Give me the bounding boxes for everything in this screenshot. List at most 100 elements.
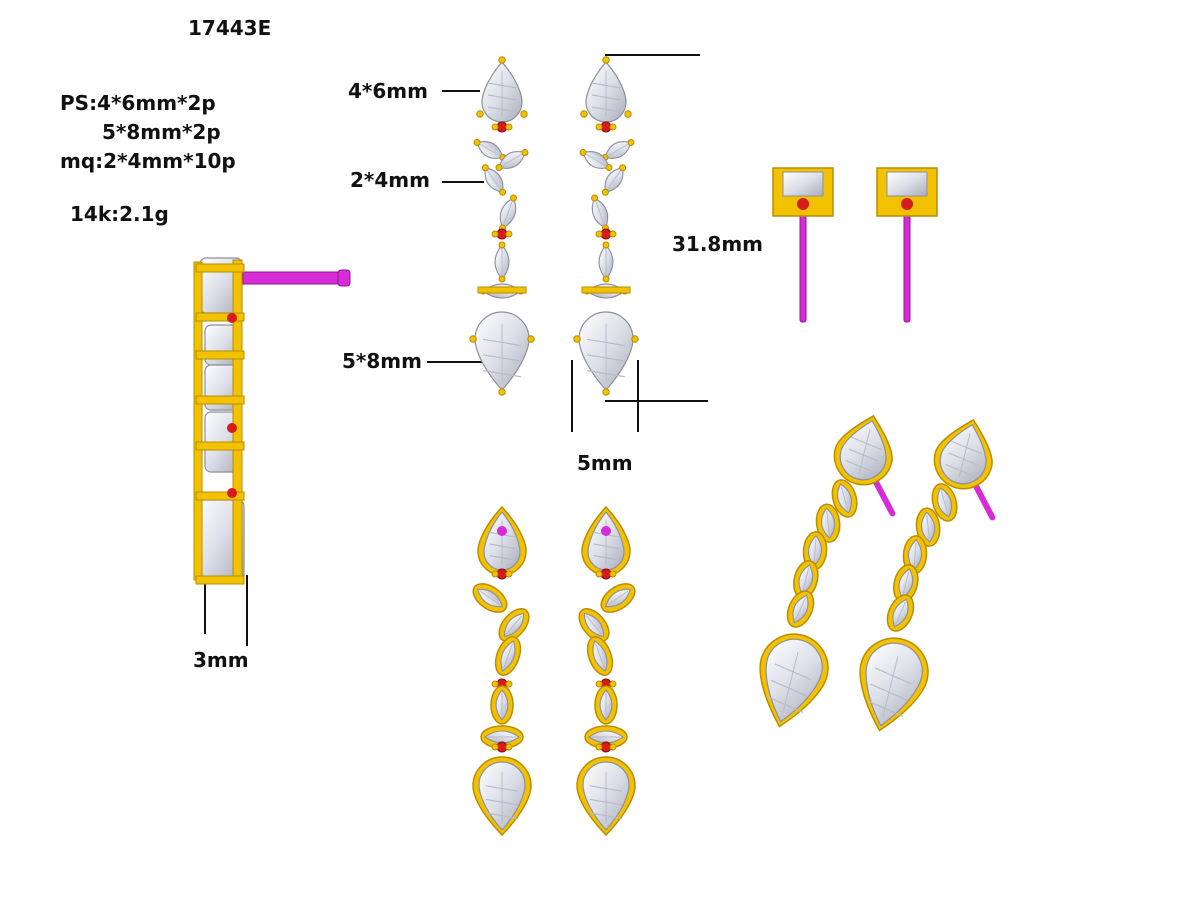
persp-top-stone-facet — [958, 433, 971, 478]
persp-marquise-group — [886, 594, 915, 632]
dim-top-stone: 4*6mm — [348, 79, 428, 103]
back-marquise-group — [586, 636, 614, 676]
persp-top-stone — [839, 419, 887, 481]
prong — [499, 188, 507, 196]
persp-marquise-facet — [902, 571, 910, 596]
spec-line-1: PS:4*6mm*2p — [60, 91, 216, 115]
prong — [491, 570, 499, 578]
persp-top-stone-facet — [858, 429, 871, 474]
dim-length: 31.8mm — [672, 232, 764, 256]
back-marquise-facet — [585, 615, 603, 635]
back-marquise-group — [600, 583, 636, 613]
marquise-stone-facet — [503, 200, 513, 226]
persp-marquise-group — [915, 507, 941, 547]
prong — [498, 56, 506, 64]
dim-bottom-stone: 5*8mm — [342, 349, 422, 373]
prong — [595, 230, 603, 238]
top-link — [901, 198, 913, 210]
prong — [627, 139, 635, 146]
marquise-stone-facet — [585, 153, 607, 167]
dim-depth: 3mm — [193, 648, 249, 672]
back-marquise-group — [490, 685, 514, 725]
prong — [601, 188, 609, 196]
prong — [491, 230, 499, 238]
side-link — [227, 488, 237, 498]
top-post — [799, 209, 807, 323]
back-marquise-facet — [595, 643, 605, 669]
prong — [505, 123, 513, 131]
metal-weight: 14k:2.1g — [70, 202, 169, 226]
back-view — [472, 505, 636, 837]
back-marquise-group — [578, 608, 610, 642]
top-stone — [782, 171, 824, 197]
prong — [481, 164, 489, 172]
prong — [498, 388, 506, 396]
side-bar — [195, 263, 245, 273]
marquise-stone-group — [473, 139, 507, 161]
prong — [591, 194, 599, 202]
prong — [595, 570, 603, 578]
dim-marquise: 2*4mm — [350, 168, 430, 192]
persp-earring-right — [859, 418, 996, 732]
top-stone — [886, 171, 928, 197]
persp-marquise-group — [892, 564, 919, 603]
back-marquise-group — [594, 685, 618, 725]
prong — [491, 680, 499, 688]
prong — [624, 110, 632, 118]
prong — [473, 139, 481, 146]
prong — [595, 123, 603, 131]
marquise-stone-group — [579, 149, 613, 171]
prong — [609, 680, 617, 688]
prong — [609, 743, 617, 751]
prong — [491, 743, 499, 751]
prong — [491, 123, 499, 131]
persp-marquise-group — [815, 503, 841, 543]
marquise-stone-group — [601, 164, 627, 196]
persp-marquise-facet — [813, 538, 817, 563]
persp-marquise-facet — [795, 597, 806, 621]
prong — [605, 164, 613, 171]
persp-bottom-stone — [765, 638, 823, 723]
marquise-stone-facet — [486, 169, 502, 191]
top-post — [903, 209, 911, 323]
prong — [527, 335, 535, 343]
prong — [580, 110, 588, 118]
post-tip — [337, 269, 351, 287]
front-view — [469, 56, 639, 396]
side-bar — [195, 575, 245, 585]
dim-width: 5mm — [577, 451, 633, 475]
prong — [505, 680, 513, 688]
marquise-stone-group — [481, 164, 507, 196]
marquise-stone-facet — [606, 169, 622, 191]
side-link — [227, 423, 237, 433]
back-post-dot — [497, 526, 507, 536]
side-rail — [193, 261, 203, 581]
prong — [595, 743, 603, 751]
back-marquise-group — [584, 725, 628, 749]
prong — [609, 230, 617, 238]
marquise-stone-group — [598, 241, 614, 283]
perspective-view — [759, 414, 996, 732]
side-bar — [195, 350, 245, 360]
back-marquise-group — [494, 636, 522, 676]
marquise-stone-group — [601, 139, 635, 161]
spec-line-2: 5*8mm*2p — [102, 120, 221, 144]
dimension-lines — [204, 54, 708, 646]
cross-bar — [477, 286, 527, 294]
prong — [573, 335, 581, 343]
top-view — [772, 167, 938, 323]
prong — [469, 335, 477, 343]
cross-bar — [581, 286, 631, 294]
top-link — [797, 198, 809, 210]
marquise-stone-facet — [501, 153, 523, 167]
side-bar — [195, 491, 245, 501]
back-marquise-group — [480, 725, 524, 749]
persp-marquise-facet — [913, 542, 917, 567]
prong — [609, 123, 617, 131]
marquise-stone-facet — [607, 143, 629, 157]
prong — [602, 56, 610, 64]
prong — [520, 110, 528, 118]
side-bar — [195, 312, 245, 322]
prong — [498, 275, 506, 283]
